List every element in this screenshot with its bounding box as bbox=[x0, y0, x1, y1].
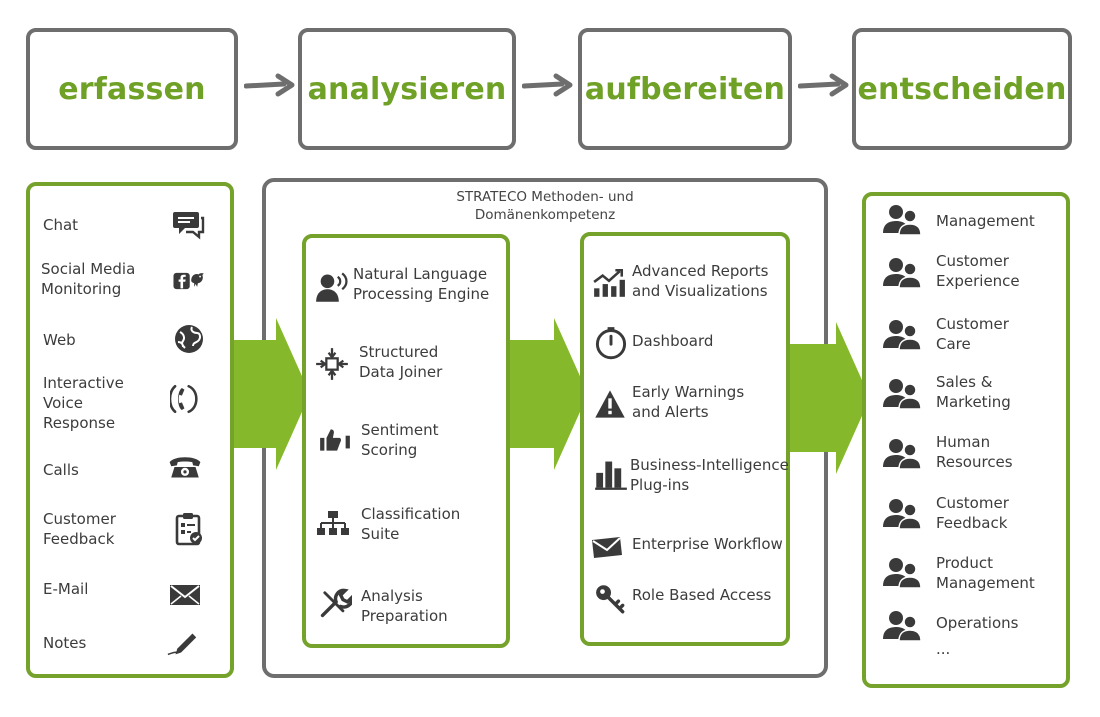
decision-label: Sales & Marketing bbox=[936, 373, 1011, 411]
analysis-label: Natural Language Processing Engine bbox=[353, 265, 490, 303]
stage-label: erfassen bbox=[58, 71, 206, 107]
arrow-right-icon bbox=[522, 73, 573, 97]
people-icon bbox=[883, 320, 922, 351]
flow-arrow-icon bbox=[508, 318, 588, 470]
warning-icon bbox=[595, 390, 625, 418]
decision-label: Human Resources bbox=[936, 433, 1013, 471]
methods-title: STRATECO Methoden- und Domänenkompetenz bbox=[456, 189, 634, 223]
reporting-panel bbox=[580, 232, 790, 646]
reporting-label: Early Warnings and Alerts bbox=[632, 383, 745, 421]
tools-icon bbox=[320, 588, 352, 618]
stopwatch-icon bbox=[595, 327, 627, 360]
reporting-label: Advanced Reports and Visualizations bbox=[632, 262, 769, 300]
arrow-right-icon bbox=[798, 73, 849, 97]
sources-panel bbox=[26, 182, 234, 678]
reporting-label: Dashboard bbox=[632, 332, 714, 350]
telephone-icon bbox=[169, 457, 201, 478]
reporting-label: Business-Intelligence Plug-ins bbox=[630, 456, 789, 494]
decision-label: Customer Experience bbox=[936, 252, 1020, 290]
reporting-label: Enterprise Workflow bbox=[632, 535, 783, 553]
stage-label: entscheiden bbox=[857, 71, 1067, 107]
phone-handset-icon bbox=[170, 384, 198, 414]
source-label: Web bbox=[43, 331, 76, 349]
pen-icon bbox=[167, 633, 197, 656]
join-icon bbox=[316, 348, 348, 380]
people-icon bbox=[883, 439, 922, 470]
source-label: Customer Feedback bbox=[43, 510, 116, 548]
clipboard-icon bbox=[175, 513, 202, 546]
decision-label: Management bbox=[936, 212, 1035, 230]
decisions-more: ... bbox=[936, 640, 951, 658]
flow-arrow-icon bbox=[230, 318, 310, 470]
mail-icon bbox=[592, 537, 622, 558]
source-label: Social Media Monitoring bbox=[41, 260, 136, 298]
source-label: Interactive Voice Response bbox=[43, 374, 124, 432]
stage-erfassen: erfassen bbox=[26, 28, 238, 150]
people-icon bbox=[883, 611, 922, 642]
stage-label: aufbereiten bbox=[584, 71, 786, 107]
source-label: Calls bbox=[43, 461, 79, 479]
reporting-label: Role Based Access bbox=[632, 586, 772, 604]
key-icon bbox=[596, 585, 625, 614]
thumbs-icon bbox=[320, 429, 350, 451]
arrow-right-icon bbox=[244, 73, 295, 97]
hierarchy-icon bbox=[317, 511, 349, 535]
trend-chart-icon bbox=[593, 268, 625, 297]
globe-icon bbox=[175, 325, 203, 353]
envelope-icon bbox=[170, 585, 200, 605]
analysis-label: Structured Data Joiner bbox=[359, 343, 443, 381]
decision-label: Operations bbox=[936, 614, 1019, 632]
people-icon bbox=[883, 499, 922, 530]
source-label: Chat bbox=[43, 216, 79, 234]
flow-arrow-icon bbox=[788, 322, 870, 474]
decision-label: Product Management bbox=[936, 554, 1035, 592]
analysis-label: Sentiment Scoring bbox=[361, 421, 439, 459]
people-icon bbox=[883, 379, 922, 410]
speaker-icon bbox=[316, 272, 348, 302]
stage-aufbereiten: aufbereiten bbox=[578, 28, 792, 150]
stage-entscheiden: entscheiden bbox=[852, 28, 1072, 150]
analysis-label: Analysis Preparation bbox=[361, 587, 448, 625]
people-icon bbox=[883, 558, 922, 589]
decision-label: Customer Care bbox=[936, 315, 1009, 353]
bar-chart-icon bbox=[595, 461, 627, 490]
stage-analysieren: analysieren bbox=[298, 28, 516, 150]
people-icon bbox=[883, 205, 922, 236]
people-icon bbox=[883, 258, 922, 289]
source-label: Notes bbox=[43, 634, 87, 652]
decision-label: Customer Feedback bbox=[936, 494, 1009, 532]
social-media-icon bbox=[173, 272, 204, 290]
source-label: E-Mail bbox=[43, 580, 89, 598]
stage-label: analysieren bbox=[307, 71, 507, 107]
analysis-label: Classification Suite bbox=[361, 505, 461, 543]
chat-icon bbox=[173, 212, 205, 240]
